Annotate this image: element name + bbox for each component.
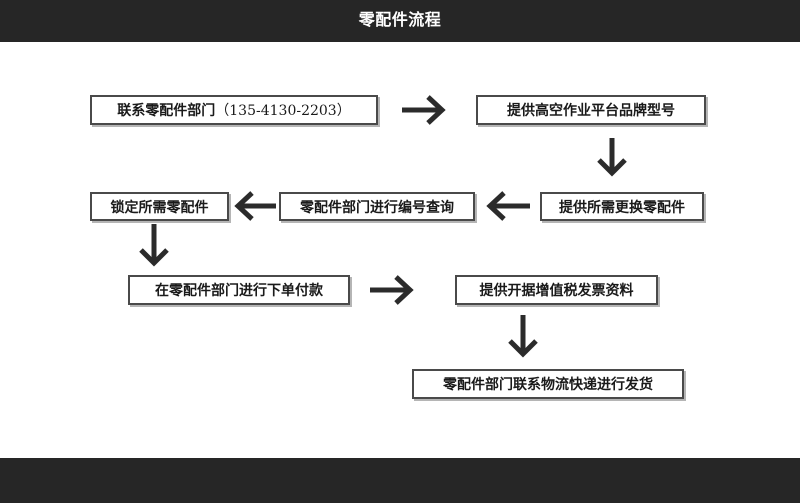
step-invoice-info-label: 提供开据增值税发票资料 <box>479 283 634 299</box>
step-contact-parts-dept: 联系零配件部门（135-4130-2203） <box>90 95 378 125</box>
arrow-down-icon <box>139 224 169 267</box>
arrow-left-icon <box>486 191 530 221</box>
arrow-down-icon <box>597 138 627 177</box>
page-title: 零配件流程 <box>358 10 442 29</box>
step-ship-by-logistics: 零配件部门联系物流快递进行发货 <box>412 369 684 399</box>
arrow-down-icon <box>508 315 538 358</box>
step-query-part-number: 零配件部门进行编号查询 <box>279 192 475 221</box>
step-lock-parts-label: 锁定所需零配件 <box>110 199 209 216</box>
step-contact-phone: （135-4130-2203） <box>215 103 351 119</box>
header-bar: 零配件流程 <box>0 0 800 42</box>
step-provide-parts-needed-label: 提供所需更换零配件 <box>559 199 685 216</box>
footer-bar <box>0 458 800 503</box>
step-order-payment: 在零配件部门进行下单付款 <box>128 275 350 305</box>
step-provide-brand-model: 提供高空作业平台品牌型号 <box>476 95 706 125</box>
step-order-payment-label: 在零配件部门进行下单付款 <box>155 283 323 299</box>
step-lock-parts: 锁定所需零配件 <box>90 192 229 221</box>
step-query-part-number-label: 零配件部门进行编号查询 <box>300 199 454 216</box>
step-provide-parts-needed: 提供所需更换零配件 <box>540 192 704 221</box>
step-invoice-info: 提供开据增值税发票资料 <box>455 275 658 305</box>
arrow-right-icon <box>402 95 446 125</box>
step-ship-by-logistics-label: 零配件部门联系物流快递进行发货 <box>443 377 653 393</box>
arrow-left-icon <box>234 191 276 221</box>
step-contact-label: 联系零配件部门 <box>117 103 216 119</box>
step-provide-brand-model-label: 提供高空作业平台品牌型号 <box>507 103 675 119</box>
arrow-right-icon <box>370 275 414 305</box>
